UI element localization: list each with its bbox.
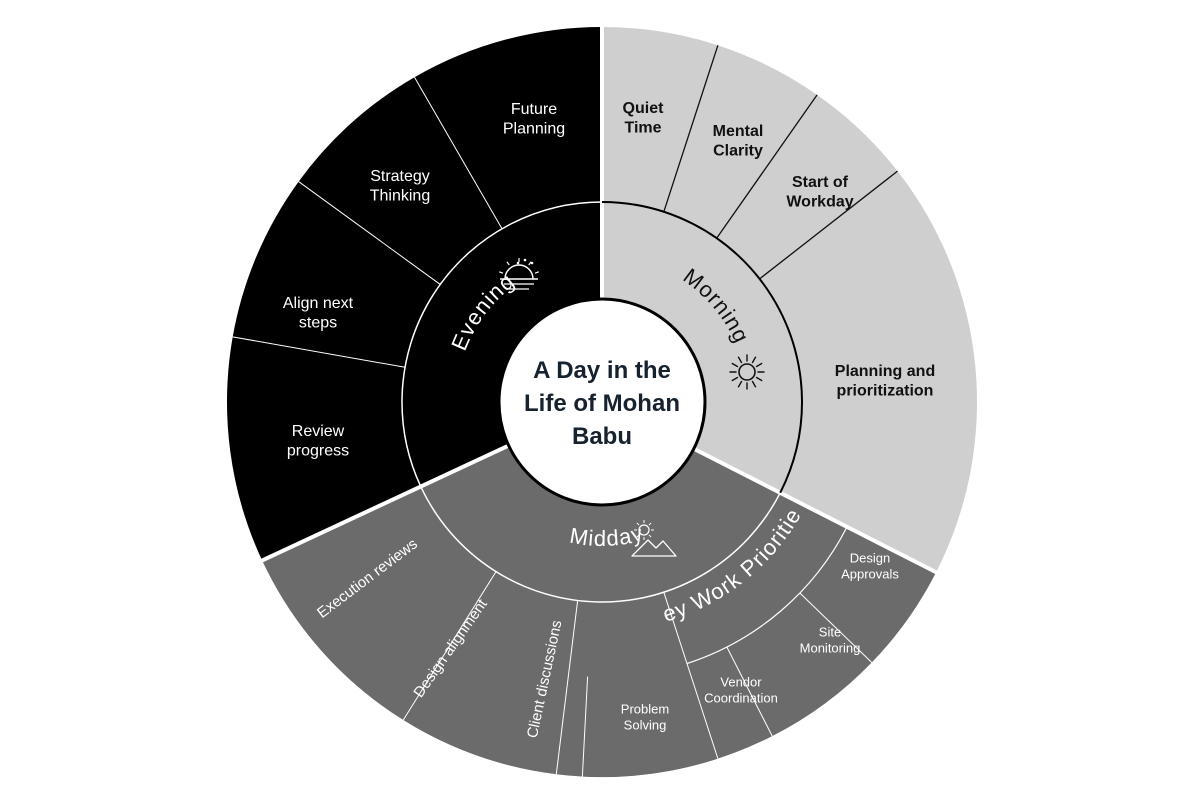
divider-evening-2	[414, 76, 503, 230]
divider-morning-2	[759, 170, 898, 280]
segment-quiet-time	[602, 27, 718, 212]
center-title-line-3: Babu	[572, 423, 632, 450]
center-title-line-1: A Day in the	[533, 357, 671, 384]
sun-icon	[729, 354, 765, 390]
sunset-icon	[499, 258, 539, 290]
divider-key-work-2	[799, 592, 873, 663]
divider-midday-0	[402, 571, 497, 721]
segment-vendor-coordination	[582, 647, 773, 777]
phase-ring-morning	[602, 202, 802, 493]
mountain-sun-icon	[631, 520, 677, 557]
phase-ring-midday	[420, 445, 781, 602]
divider-evening-0	[232, 336, 406, 368]
divider-morning-0	[663, 45, 719, 212]
segment-start-of-workday	[716, 94, 898, 279]
segment-planning-and-prioritization	[759, 171, 977, 573]
center-title-line-2: Life of Mohan	[524, 390, 680, 417]
morning-ring-outline	[601, 201, 803, 494]
segment-key-work-priorities	[663, 492, 848, 664]
segment-future-planning	[414, 27, 602, 229]
icons-layer	[499, 258, 765, 557]
segment-design-approvals	[799, 526, 937, 663]
divider-key-work-0	[581, 676, 589, 777]
phase-ring-evening	[401, 202, 602, 487]
divider-morning-1	[716, 94, 818, 239]
center-circle: A Day in the Life of Mohan Babu	[497, 297, 707, 507]
segment-strategy-thinking	[298, 77, 502, 285]
segment-align-next-steps	[232, 181, 441, 368]
segment-review-progress	[226, 336, 421, 561]
phase-gap-2	[259, 443, 510, 564]
midday-ring-outline	[420, 486, 781, 603]
segment-site-monitoring	[726, 593, 872, 737]
evening-ring-outline	[401, 201, 603, 487]
divider-key-work-1	[726, 646, 773, 737]
divider-midday-1	[555, 600, 579, 775]
segments-layer	[226, 27, 977, 777]
segment-design-alignment	[403, 571, 578, 775]
divider-key-work-edge	[663, 592, 719, 759]
segment-execution-reviews	[262, 486, 497, 721]
dividers-layer	[232, 25, 939, 777]
phase-gap-1	[692, 446, 939, 575]
segment-mental-clarity	[663, 45, 818, 239]
divider-evening-1	[298, 181, 441, 285]
divider-key-work-arc	[686, 526, 848, 665]
